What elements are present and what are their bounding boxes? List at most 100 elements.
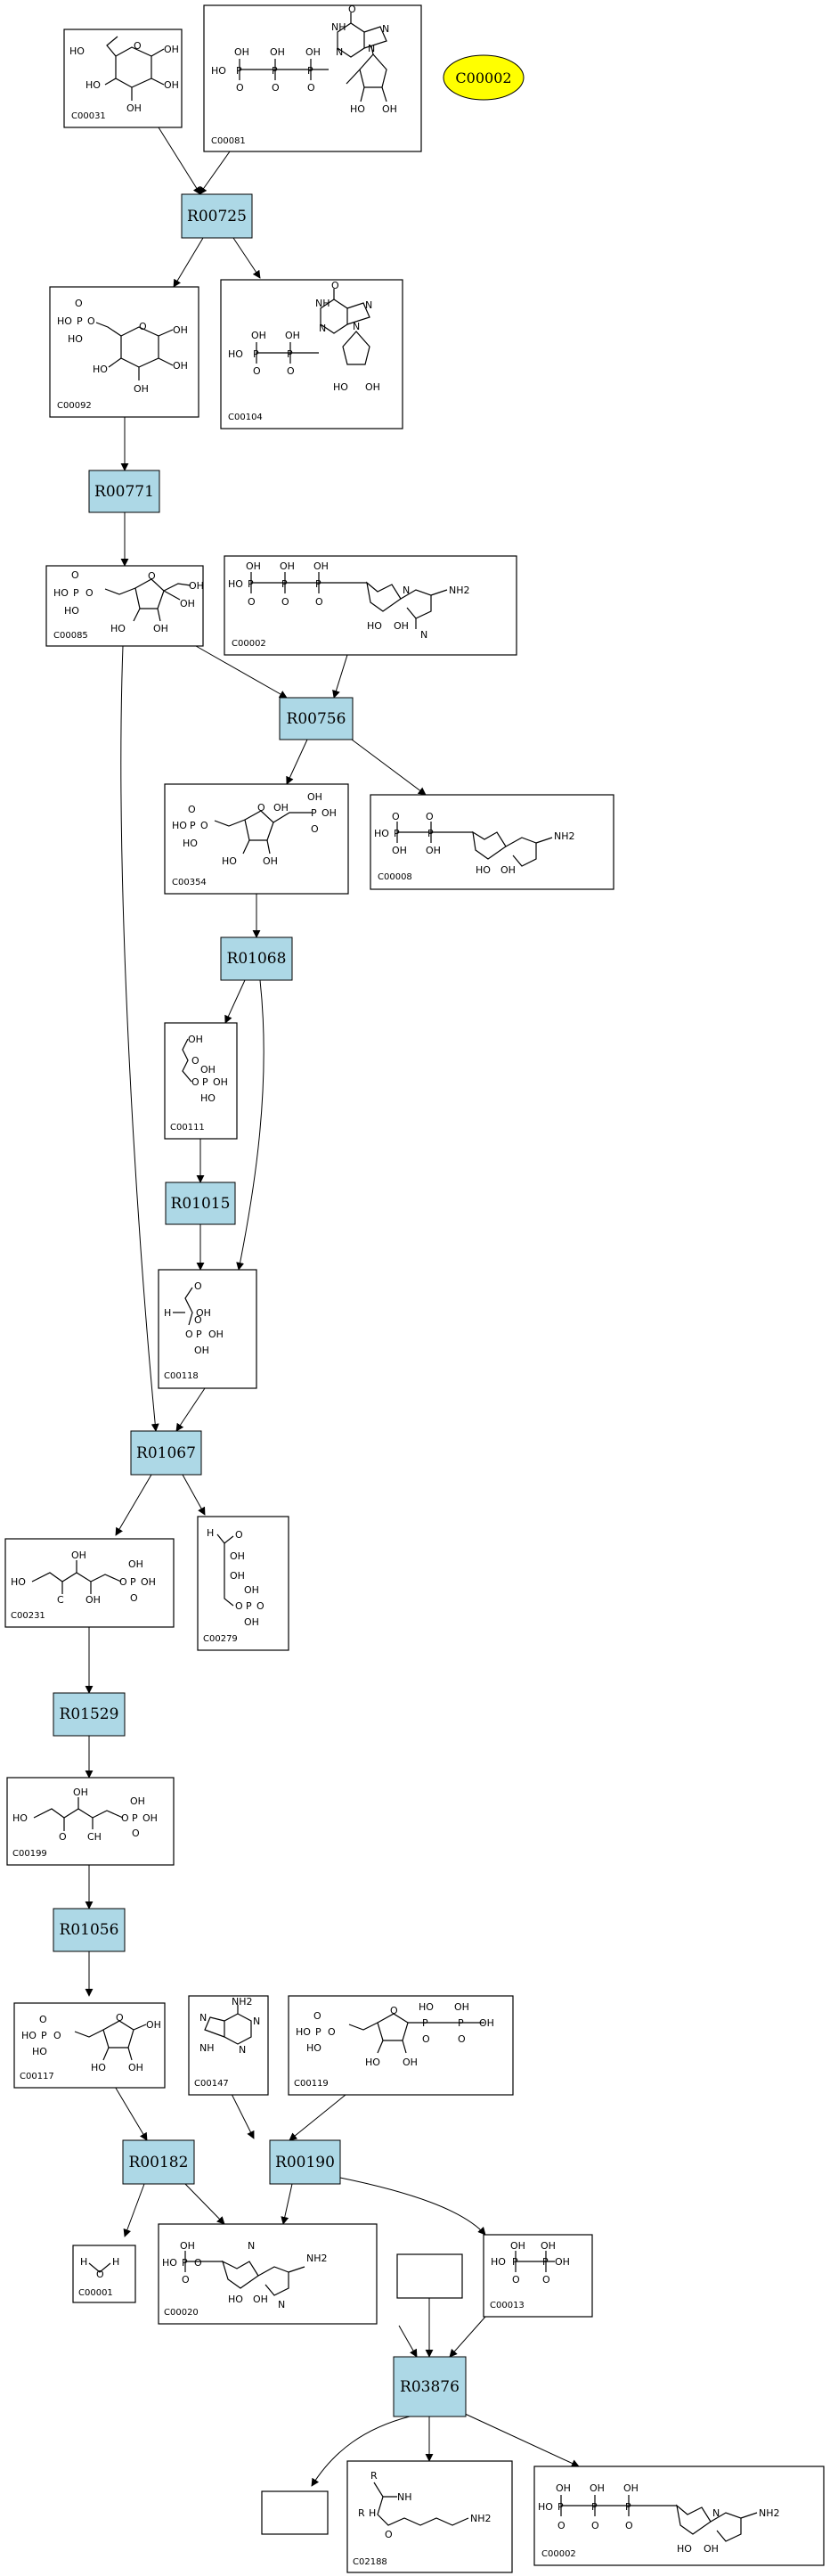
highlight-label: C00002	[455, 70, 511, 86]
svg-text:HO: HO	[419, 2001, 434, 2013]
compound-C00104[interactable]: O NH N N N HO P P OH OH O O HO OH C00104	[220, 279, 403, 429]
reaction-R03876[interactable]: R03876	[393, 2356, 467, 2417]
compound-C00001[interactable]: H O H C00001	[72, 2245, 136, 2303]
svg-text:NH2: NH2	[449, 585, 470, 596]
svg-text:HO: HO	[53, 587, 69, 599]
structure-dhap: OH O O P OH OH HO	[182, 1034, 228, 1104]
compound-C00354[interactable]: O HO P O HO O OH P OH OH O OH HO C00354	[164, 783, 349, 895]
compound-C00013[interactable]: HO P P OH OH OH O O C00013	[483, 2234, 593, 2318]
svg-text:P: P	[202, 1076, 208, 1088]
svg-text:HO: HO	[110, 623, 126, 634]
reaction-R00182[interactable]: R00182	[122, 2139, 195, 2185]
structure-atp-lower: HO P P P OH OH OH O O O N NH2 HO OH	[538, 2482, 780, 2555]
svg-text:O: O	[139, 321, 147, 332]
svg-text:OH: OH	[285, 330, 300, 341]
svg-text:OH: OH	[253, 2294, 268, 2305]
svg-text:N: N	[368, 43, 375, 54]
svg-text:OH: OH	[194, 1345, 209, 1356]
reaction-R01056[interactable]: R01056	[53, 1908, 126, 1952]
svg-text:O: O	[85, 587, 94, 599]
reaction-label: R00182	[129, 2154, 189, 2171]
compound-unlabeled-upper[interactable]	[396, 2253, 463, 2299]
svg-text:OH: OH	[590, 2482, 605, 2494]
compound-C00279[interactable]: H O OH OH O P O OH OH C00279	[197, 1516, 289, 1651]
compound-C00020[interactable]: HO P O OH O N NH2 N HO OH C00020	[158, 2223, 378, 2325]
svg-text:O: O	[121, 1812, 129, 1824]
compound-id: C00020	[164, 2308, 199, 2318]
compound-C00118[interactable]: O H OH O P OH O OH C00118	[158, 1269, 257, 1389]
svg-text:OH: OH	[180, 2240, 195, 2252]
svg-text:O: O	[116, 2012, 124, 2024]
compound-unlabeled-lower[interactable]	[261, 2490, 329, 2535]
svg-text:OH: OH	[555, 2256, 570, 2268]
svg-text:OH: OH	[213, 1076, 228, 1088]
svg-text:H: H	[80, 2256, 87, 2268]
compound-C00119[interactable]: O HO P O O HO P P OH HO OH O O OH HO C00…	[288, 1995, 514, 2096]
reaction-R01068[interactable]: R01068	[220, 936, 293, 981]
svg-text:O: O	[307, 82, 315, 94]
svg-text:OH: OH	[164, 44, 179, 55]
highlight-compound-C00002[interactable]: C00002	[443, 54, 525, 101]
svg-text:H: H	[112, 2256, 119, 2268]
svg-text:OH: OH	[500, 864, 516, 876]
compound-C00147[interactable]: NH2 N NH N N C00147	[188, 1995, 269, 2096]
svg-text:O: O	[625, 2520, 633, 2531]
reaction-R01067[interactable]: R01067	[130, 1430, 202, 1476]
reaction-label: R00725	[187, 208, 247, 225]
svg-text:O: O	[313, 2010, 321, 2022]
reaction-R00725[interactable]: R00725	[181, 193, 253, 239]
svg-text:P: P	[41, 2030, 47, 2041]
compound-C00002-upper[interactable]: HO P P P OH OH OH O O O N NH2 N HO OH C0…	[224, 555, 517, 656]
compound-C02188[interactable]: R NH R H O NH2 C02188	[346, 2460, 513, 2573]
svg-text:O: O	[134, 40, 142, 52]
svg-text:C: C	[57, 1594, 64, 1606]
compound-C00111[interactable]: OH O O P OH OH HO C00111	[164, 1022, 238, 1140]
svg-text:HO: HO	[64, 605, 79, 617]
compound-C00008[interactable]: HO P P O O OH OH NH2 HO OH C00008	[370, 794, 614, 890]
structure-water: H O H	[80, 2256, 119, 2280]
svg-text:HO: HO	[228, 2294, 243, 2305]
reaction-R00771[interactable]: R00771	[88, 470, 160, 513]
svg-text:N: N	[278, 2299, 285, 2310]
compound-id: C00104	[228, 413, 263, 422]
svg-text:O: O	[557, 2520, 566, 2531]
svg-text:P: P	[236, 65, 242, 77]
svg-text:O: O	[200, 820, 208, 831]
svg-text:NH: NH	[397, 2491, 412, 2503]
compound-C00002-lower[interactable]: HO P P P OH OH OH O O O N NH2 HO OH C000…	[533, 2466, 825, 2566]
svg-text:HO: HO	[350, 103, 365, 115]
svg-text:HO: HO	[367, 620, 382, 632]
svg-text:OH: OH	[189, 580, 204, 592]
reaction-label: R01015	[171, 1195, 231, 1213]
reaction-R01529[interactable]: R01529	[53, 1692, 126, 1737]
reaction-R00756[interactable]: R00756	[279, 697, 354, 740]
svg-text:OH: OH	[141, 1576, 156, 1588]
svg-text:N: N	[319, 323, 326, 334]
svg-text:O: O	[392, 811, 400, 822]
compound-C00199[interactable]: HO O OH CH O P OH OH O C00199	[6, 1777, 175, 1866]
svg-text:OH: OH	[188, 1034, 203, 1045]
compound-C00031[interactable]: O OH OH OH HO HO C00031	[63, 29, 183, 128]
reaction-R01015[interactable]: R01015	[165, 1182, 236, 1225]
svg-text:O: O	[315, 596, 323, 608]
svg-text:O: O	[96, 2269, 104, 2280]
svg-text:O: O	[512, 2274, 520, 2286]
compound-C00085[interactable]: O HO P O O HO OH OH OH HO C00085	[45, 565, 204, 647]
compound-id: C00118	[164, 1371, 199, 1381]
svg-text:OH: OH	[208, 1329, 224, 1340]
svg-text:OH: OH	[479, 2017, 494, 2029]
compound-id: C00279	[203, 1634, 238, 1644]
compound-C00117[interactable]: O HO P O O HO OH OH HO C00117	[13, 2002, 166, 2089]
svg-text:N: N	[365, 299, 372, 311]
svg-text:OH: OH	[704, 2543, 719, 2555]
svg-text:O: O	[235, 1529, 243, 1541]
structure-glucose: O OH OH OH HO HO	[69, 36, 179, 114]
svg-text:OH: OH	[510, 2240, 525, 2252]
compound-C00231[interactable]: HO C OH OH O P OH OH O C00231	[4, 1538, 175, 1628]
compound-C00081[interactable]: O NH N N N HO P P P OH OH OH O O O HO OH…	[203, 4, 422, 152]
compound-C00092[interactable]: O HO P O O HO OH OH OH HO C00092	[49, 286, 199, 418]
reaction-R00190[interactable]: R00190	[269, 2139, 341, 2185]
compound-id: C00147	[194, 2079, 229, 2089]
compound-id: C00081	[211, 136, 246, 146]
svg-text:OH: OH	[273, 802, 289, 814]
